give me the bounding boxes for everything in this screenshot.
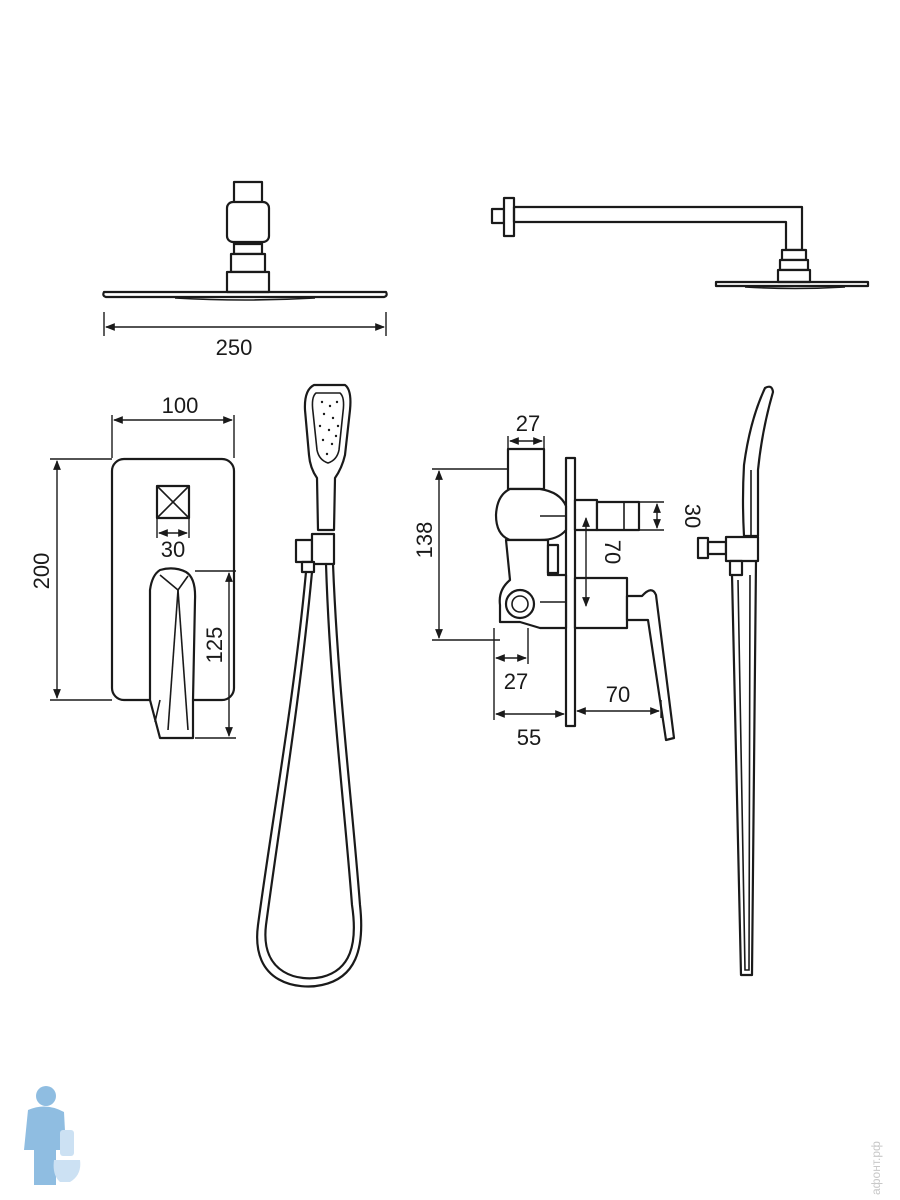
label-outlet-offset: 70 <box>600 540 625 564</box>
label-body-depth: 55 <box>517 725 541 750</box>
label-square-width: 30 <box>161 537 185 562</box>
mixer-front-view <box>110 457 236 740</box>
label-lever-reach: 70 <box>606 682 630 707</box>
label-body-height: 138 <box>412 522 437 559</box>
watermark-site: афонт.рф <box>869 1141 883 1195</box>
dimension-head-width: 250 <box>103 312 387 360</box>
plumber-logo <box>24 1086 81 1185</box>
hand-shower-side-view <box>696 385 775 977</box>
dimension-square-width: 30 <box>156 518 190 562</box>
mixer-side-view <box>494 447 676 742</box>
dimension-plate-height: 200 <box>29 458 112 701</box>
label-head-width: 250 <box>216 335 253 360</box>
dimension-lever-reach: 70 <box>576 682 662 718</box>
shower-arm-side-view <box>490 196 870 290</box>
hand-shower-with-hose <box>256 383 363 988</box>
dimension-bottom-nozzle: 27 <box>493 628 529 694</box>
shower-head-front-view <box>102 180 388 301</box>
dimension-outlet-offset: 70 <box>582 517 625 607</box>
spray-dots <box>318 400 340 456</box>
label-lever-height: 125 <box>202 627 227 664</box>
dimension-body-height: 138 <box>412 468 508 641</box>
label-outlet-height: 30 <box>680 504 705 528</box>
label-plate-height: 200 <box>29 553 54 590</box>
label-top-nozzle: 27 <box>516 411 540 436</box>
label-bottom-nozzle: 27 <box>504 669 528 694</box>
label-plate-width: 100 <box>162 393 199 418</box>
dimension-lever-height: 125 <box>195 570 236 739</box>
dimension-body-depth: 55 <box>493 664 565 750</box>
dimension-top-nozzle: 27 <box>507 411 545 449</box>
dimension-outlet-height: 30 <box>639 501 705 531</box>
dimension-plate-width: 100 <box>111 393 235 458</box>
